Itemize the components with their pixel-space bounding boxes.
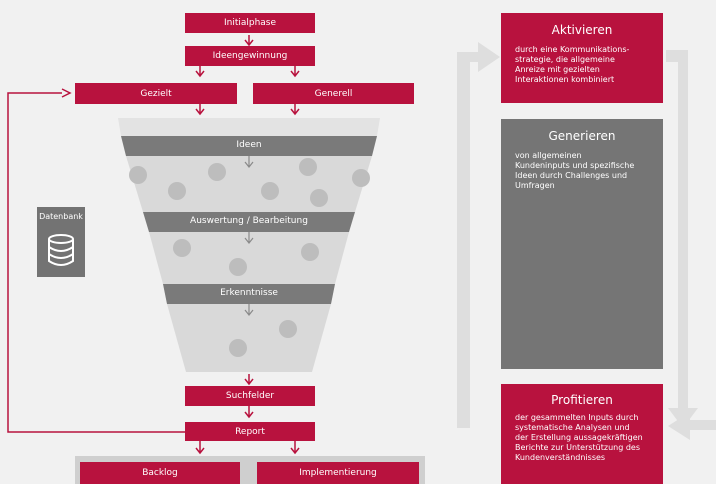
- idea-dot: [352, 169, 370, 187]
- idea-dot: [279, 320, 297, 338]
- branch-general: Generell: [253, 83, 414, 104]
- cycle-arrows: [457, 42, 716, 440]
- flow-arrows: [195, 35, 300, 455]
- arrow-down-icon: [195, 104, 205, 116]
- database-label: Datenbank: [39, 212, 83, 221]
- step-initial-phase: Initialphase: [185, 13, 315, 33]
- idea-dot: [129, 166, 147, 184]
- panel-activate-title: Aktivieren: [551, 23, 613, 37]
- arrow-down-icon: [290, 441, 300, 455]
- panel-generate: Generieren von allgemeinen Kundeninputs …: [501, 119, 663, 369]
- arrow-down-icon: [244, 406, 254, 419]
- idea-dot: [301, 243, 319, 261]
- output-implementation: Implementierung: [257, 462, 419, 484]
- idea-dot: [173, 239, 191, 257]
- cycle-arrow-bottom-right: [668, 412, 716, 440]
- database-box: Datenbank: [37, 207, 85, 277]
- step-search-fields: Suchfelder: [185, 386, 315, 406]
- feedback-loop-line: [7, 92, 185, 433]
- funnel-label-insights: Erkenntnisse: [220, 288, 278, 298]
- funnel-label-evaluation: Auswertung / Bearbeitung: [190, 216, 308, 226]
- step-idea-generation: Ideengewinnung: [185, 46, 315, 66]
- panel-profit-text: der gesammelten Inputs durch systematisc…: [515, 413, 643, 462]
- branch-targeted: Gezielt: [75, 83, 237, 104]
- funnel-band-insights: [163, 284, 335, 304]
- cycle-arrow-right: [666, 50, 698, 428]
- arrow-down-icon: [244, 304, 254, 316]
- funnel-top-rim: [118, 118, 380, 136]
- idea-dot: [310, 189, 328, 207]
- database-icon: [48, 234, 74, 266]
- arrow-down-icon: [195, 441, 205, 455]
- idea-dot: [261, 182, 279, 200]
- panel-generate-title: Generieren: [548, 129, 616, 143]
- step-report: Report: [185, 422, 315, 441]
- arrow-down-icon: [244, 35, 254, 47]
- arrow-right-icon: [61, 88, 72, 98]
- output-backlog: Backlog: [80, 462, 240, 484]
- panel-profit: Profitieren der gesammelten Inputs durch…: [501, 384, 663, 484]
- idea-dot: [168, 182, 186, 200]
- funnel-dots: [129, 158, 370, 357]
- panel-activate-text: durch eine Kommunikations- strategie, di…: [515, 45, 630, 84]
- funnel-arrows: [244, 156, 254, 316]
- funnel-band-evaluation: [143, 212, 355, 232]
- arrow-down-icon: [290, 104, 300, 116]
- arrow-down-icon: [244, 374, 254, 386]
- arrow-down-icon: [244, 156, 254, 168]
- idea-dot: [229, 258, 247, 276]
- idea-dot: [299, 158, 317, 176]
- arrow-down-icon: [244, 232, 254, 244]
- funnel-band-ideas: [121, 136, 377, 156]
- panel-activate: Aktivieren durch eine Kommunikations- st…: [501, 13, 663, 103]
- arrow-down-icon: [290, 66, 300, 78]
- cycle-arrow-top-left: [457, 42, 500, 428]
- panel-profit-title: Profitieren: [551, 393, 613, 407]
- arrow-down-icon: [195, 66, 205, 78]
- idea-dot: [208, 163, 226, 181]
- funnel-section-evaluation: [149, 232, 349, 284]
- panel-generate-text: von allgemeinen Kundeninputs und spezifi…: [515, 151, 635, 190]
- idea-dot: [229, 339, 247, 357]
- funnel-label-ideas: Ideen: [236, 140, 262, 150]
